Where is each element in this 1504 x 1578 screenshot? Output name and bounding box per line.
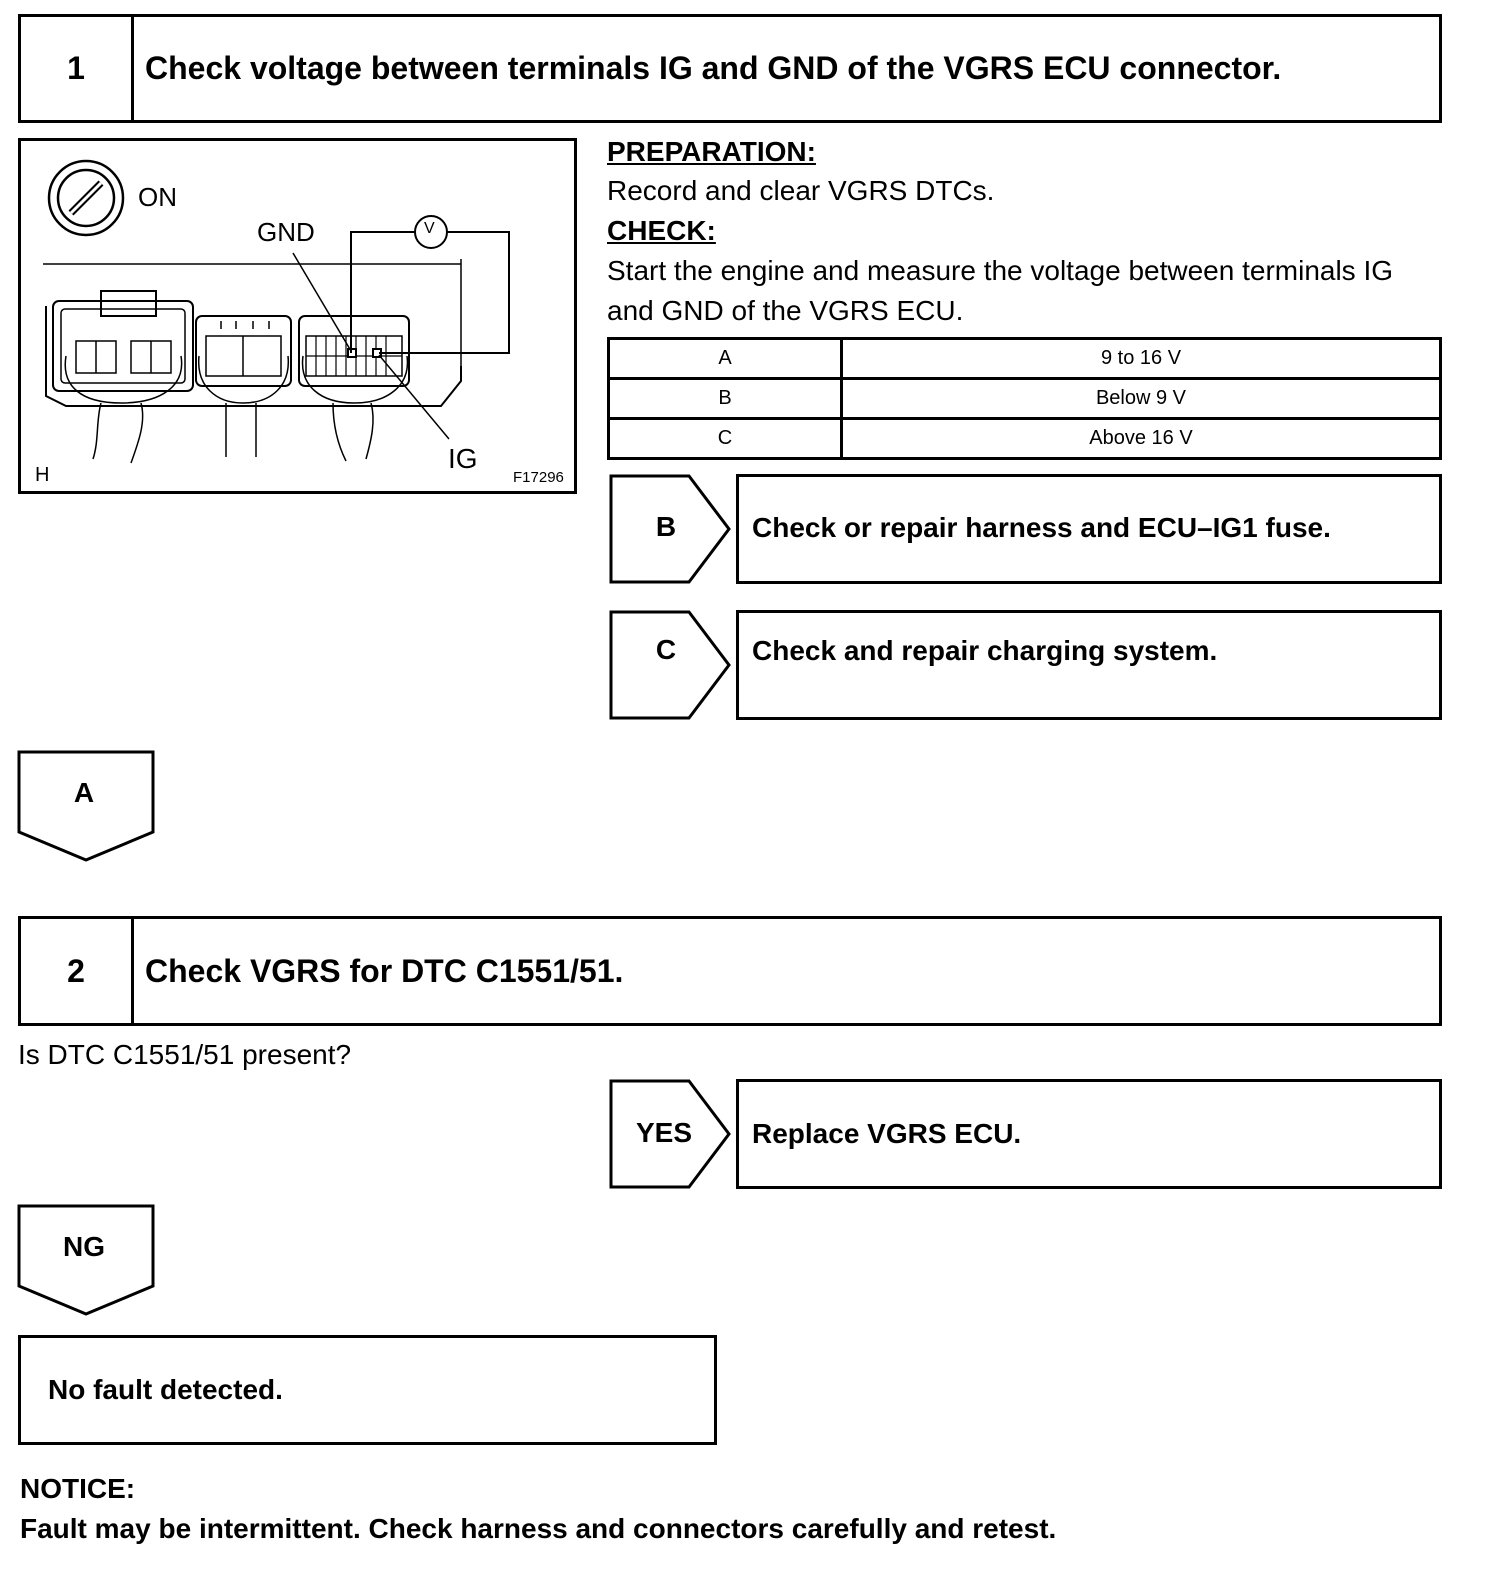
branch-b-result: Check or repair harness and ECU–IG1 fuse… bbox=[736, 474, 1442, 584]
connector-diagram: ON GND V IG H F17296 bbox=[18, 138, 577, 494]
step-title: Check voltage between terminals IG and G… bbox=[145, 50, 1282, 86]
question-text: Is DTC C1551/51 present? bbox=[18, 1039, 352, 1070]
flow-ng-arrow-tag bbox=[17, 1204, 155, 1316]
check-text-line1: Start the engine and measure the voltage… bbox=[607, 255, 1394, 286]
flow-a-tag: A bbox=[73, 777, 95, 808]
branch-b-tag: B bbox=[655, 511, 677, 542]
preparation-heading: PREPARATION: bbox=[607, 136, 816, 167]
table-row: B Below 9 V bbox=[607, 377, 1442, 420]
connector-left bbox=[52, 290, 194, 404]
notice-text: Fault may be intermittent. Check harness… bbox=[20, 1513, 1057, 1544]
step-2-header: 2 Check VGRS for DTC C1551/51. bbox=[18, 916, 1442, 1026]
voltmeter-label: V bbox=[424, 220, 435, 237]
step-number: 1 bbox=[21, 17, 134, 120]
branch-c-result: Check and repair charging system. bbox=[736, 610, 1442, 720]
voltage-table: A 9 to 16 V B Below 9 V C Above 16 V bbox=[607, 337, 1442, 460]
connector-right bbox=[298, 315, 410, 404]
branch-c-arrow-tag bbox=[609, 610, 731, 720]
step-number: 2 bbox=[21, 919, 134, 1023]
row-value: Below 9 V bbox=[840, 377, 1442, 420]
notice-heading: NOTICE: bbox=[20, 1473, 136, 1504]
branch-b-text: Check or repair harness and ECU–IG1 fuse… bbox=[752, 512, 1331, 543]
branch-c-tag: C bbox=[655, 634, 677, 665]
row-code: B bbox=[607, 377, 843, 420]
branch-yes-text: Replace VGRS ECU. bbox=[752, 1118, 1022, 1149]
figure-id: F17296 bbox=[513, 469, 564, 486]
flow-a-arrow-tag bbox=[17, 750, 155, 862]
row-code: A bbox=[607, 337, 843, 380]
row-value: 9 to 16 V bbox=[840, 337, 1442, 380]
no-fault-result: No fault detected. bbox=[18, 1335, 717, 1445]
step-1-header: 1 Check voltage between terminals IG and… bbox=[18, 14, 1442, 123]
no-fault-text: No fault detected. bbox=[48, 1374, 283, 1405]
branch-b-arrow-tag bbox=[609, 474, 731, 584]
check-text-line2: and GND of the VGRS ECU. bbox=[607, 295, 964, 326]
step-title: Check VGRS for DTC C1551/51. bbox=[145, 952, 624, 989]
gnd-label: GND bbox=[257, 217, 315, 247]
table-row: C Above 16 V bbox=[607, 417, 1442, 460]
branch-yes-result: Replace VGRS ECU. bbox=[736, 1079, 1442, 1189]
preparation-text: Record and clear VGRS DTCs. bbox=[607, 175, 995, 206]
branch-c-text: Check and repair charging system. bbox=[752, 635, 1218, 666]
connector-middle bbox=[195, 315, 292, 404]
row-code: C bbox=[607, 417, 843, 460]
row-value: Above 16 V bbox=[840, 417, 1442, 460]
ig-label: IG bbox=[448, 443, 478, 474]
check-heading: CHECK: bbox=[607, 215, 716, 246]
switch-on-label: ON bbox=[138, 182, 177, 212]
ignition-switch-icon bbox=[47, 159, 125, 237]
corner-label: H bbox=[35, 464, 50, 486]
table-row: A 9 to 16 V bbox=[607, 337, 1442, 380]
branch-yes-tag: YES bbox=[635, 1117, 693, 1148]
branch-yes-arrow-tag bbox=[609, 1079, 731, 1189]
ecu-connector-illustration bbox=[43, 159, 510, 464]
flow-ng-tag: NG bbox=[63, 1231, 105, 1262]
